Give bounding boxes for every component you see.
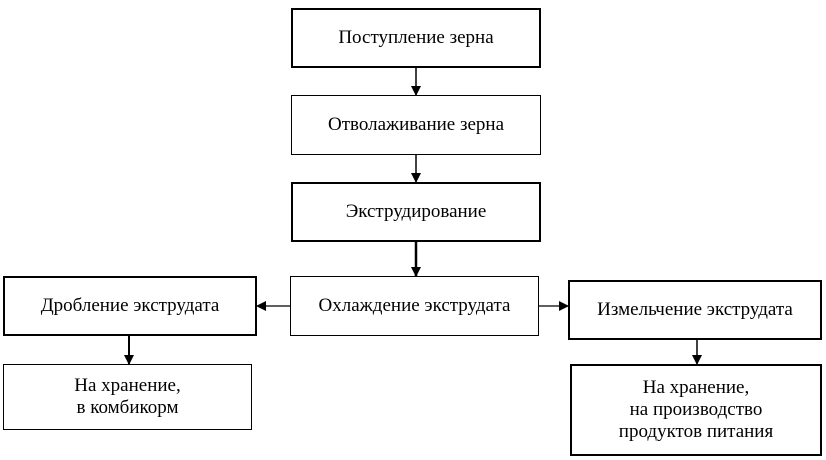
node-extrusion-label: Экструдирование: [345, 201, 487, 222]
node-storage-food: На хранение, на производство продуктов п…: [570, 364, 822, 456]
node-grain-intake-label: Поступление зерна: [338, 27, 494, 48]
node-storage-feed-line-2: в комбикорм: [76, 397, 179, 418]
node-grain-moistening: Отволаживание зерна: [291, 95, 541, 155]
node-storage-food-line-1: На хранение,: [642, 377, 750, 398]
node-grinding: Измельчение экструдата: [568, 280, 822, 340]
node-grain-moistening-label: Отволаживание зерна: [327, 114, 505, 135]
node-grinding-label: Измельчение экструдата: [597, 299, 793, 320]
node-cooling-label: Охлаждение экструдата: [318, 295, 511, 316]
node-cooling: Охлаждение экструдата: [290, 276, 539, 336]
node-crushing: Дробление экструдата: [3, 276, 257, 336]
node-extrusion: Экструдирование: [291, 182, 541, 242]
node-storage-food-line-2: на производство: [629, 399, 763, 420]
node-storage-feed: На хранение, в комбикорм: [3, 364, 252, 430]
node-storage-feed-line-1: На хранение,: [74, 375, 181, 396]
node-grain-intake: Поступление зерна: [291, 8, 541, 68]
node-crushing-label: Дробление экструдата: [40, 295, 220, 316]
node-storage-food-line-3: продуктов питания: [618, 421, 774, 442]
